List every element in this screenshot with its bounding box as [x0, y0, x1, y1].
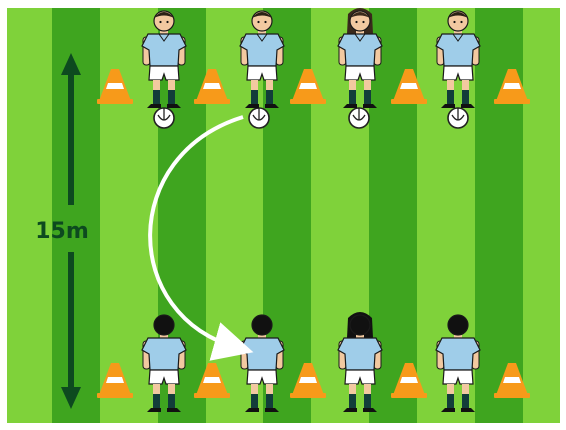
ball: [249, 108, 269, 128]
distance-label: 15m: [35, 219, 89, 244]
ball: [154, 108, 174, 128]
ball: [349, 108, 369, 128]
ball: [448, 108, 468, 128]
